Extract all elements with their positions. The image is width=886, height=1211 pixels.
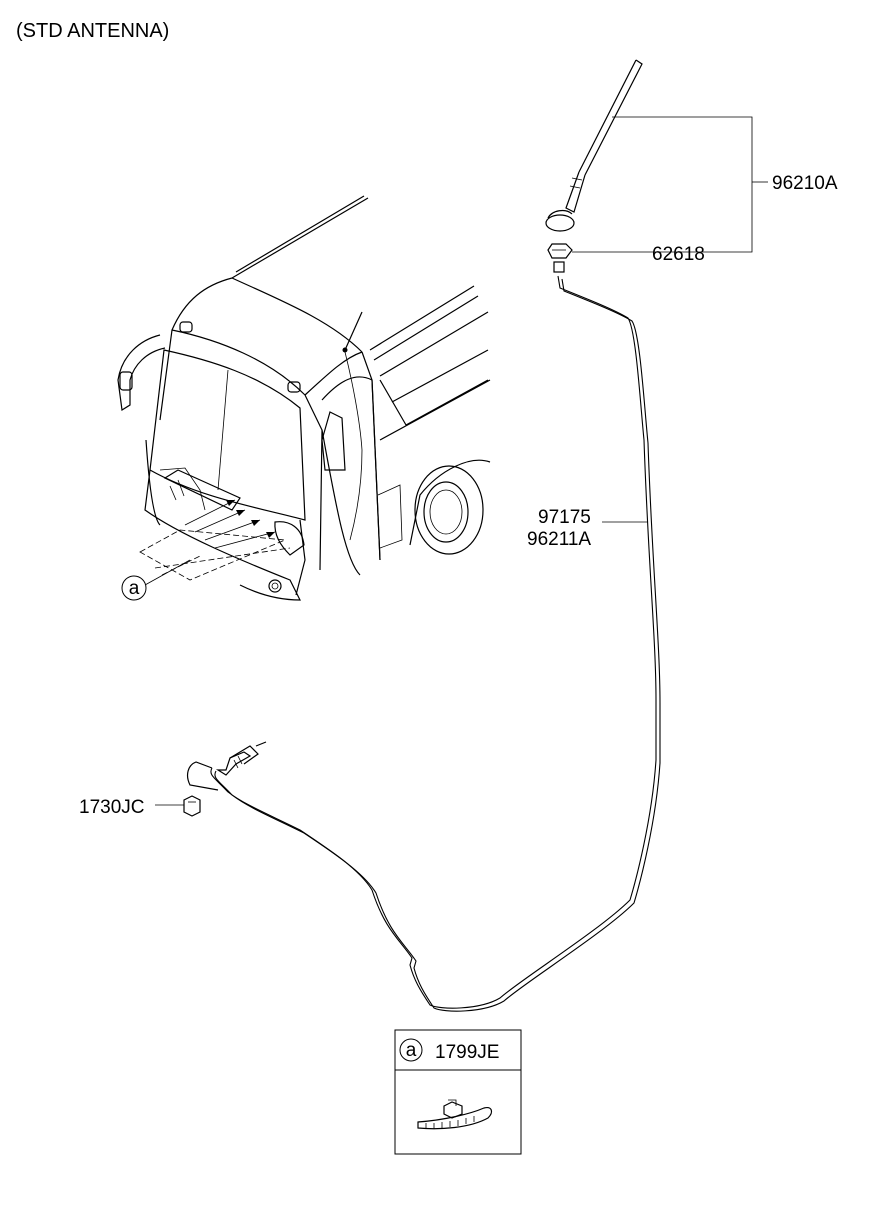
callout-detail-box: a 1799JE	[394, 1029, 522, 1155]
label-antenna-assy: 96210A	[772, 173, 838, 194]
label-cable-line2: 96211A	[527, 529, 591, 550]
label-cable-line1: 97175	[538, 507, 591, 528]
feeder-cable	[210, 275, 661, 1012]
vehicle-illustration	[117, 195, 491, 601]
leader-lines-top	[572, 116, 768, 253]
grommet-icon	[155, 795, 201, 817]
diagram-title: (STD ANTENNA)	[16, 20, 169, 42]
antenna-nut-icon	[547, 243, 573, 273]
callout-arrows	[139, 499, 291, 586]
label-grommet: 1730JC	[79, 797, 145, 818]
detail-marker: a	[406, 1040, 417, 1061]
callout-marker-a: a	[121, 575, 147, 601]
antenna-mast-icon	[545, 59, 643, 232]
cable-tie-icon	[417, 1099, 493, 1130]
cable-connector-icon	[186, 741, 267, 791]
svg-text:a: a	[129, 578, 140, 599]
label-cable-tie: 1799JE	[435, 1042, 499, 1063]
label-nut: 62618	[652, 244, 705, 265]
